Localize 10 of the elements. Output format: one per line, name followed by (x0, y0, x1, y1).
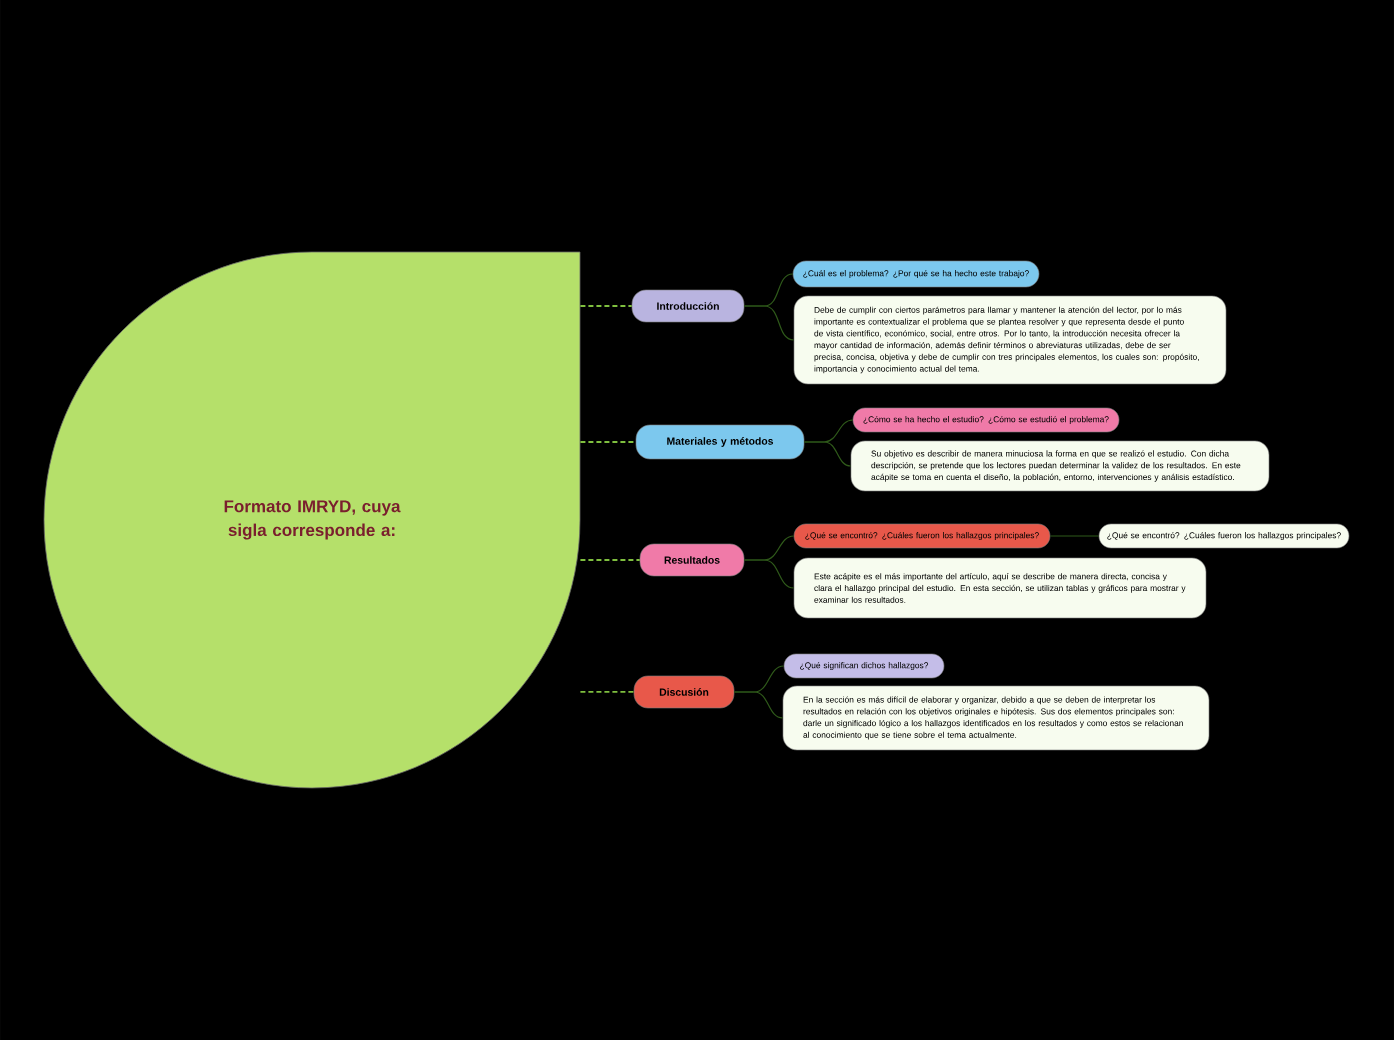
connector (743, 305, 795, 341)
connector (579, 441, 637, 443)
central-topic: Formato IMRYD, cuya sigla corresponde a: (43, 251, 581, 789)
connector (1049, 535, 1100, 537)
connector (743, 559, 795, 589)
connector (579, 559, 641, 561)
connector (733, 691, 784, 719)
connector (579, 305, 633, 307)
connector (803, 441, 852, 467)
connector (579, 691, 635, 693)
